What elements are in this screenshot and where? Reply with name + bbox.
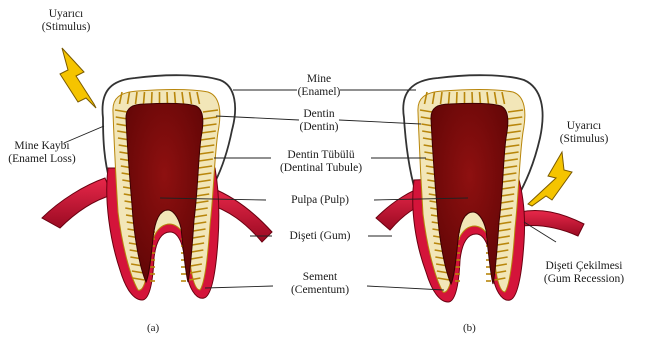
caption-a: (a) bbox=[147, 322, 159, 334]
label-cementum: Sement (Cementum) bbox=[270, 271, 370, 297]
tubule-stripe bbox=[457, 92, 458, 104]
tubule-stripe bbox=[167, 92, 168, 104]
label-recession: Dişeti Çekilmesi (Gum Recession) bbox=[530, 260, 638, 286]
label-dentin: Dentin (Dentin) bbox=[290, 108, 348, 134]
label-stimulus-b: Uyarıcı (Stimulus) bbox=[553, 120, 615, 146]
label-enamel-loss: Mine Kaybı (Enamel Loss) bbox=[6, 140, 78, 166]
tubule-stripe bbox=[175, 92, 176, 104]
tubule-stripe bbox=[449, 92, 450, 104]
gum-a-left bbox=[42, 178, 112, 228]
label-enamel: Mine (Enamel) bbox=[288, 73, 350, 99]
tooth-a bbox=[42, 75, 272, 300]
gum-b-right bbox=[520, 211, 584, 237]
label-pulp: Pulpa (Pulp) bbox=[264, 194, 376, 207]
leader-cementum-a bbox=[205, 286, 273, 288]
label-tubule: Dentin Tübülü (Dentinal Tubule) bbox=[266, 149, 376, 175]
tubule-stripe bbox=[144, 92, 145, 104]
tubule-stripe bbox=[480, 92, 481, 104]
label-gum: Dişeti (Gum) bbox=[268, 230, 372, 243]
lightning-icon-a bbox=[60, 48, 96, 108]
tubule-stripe bbox=[472, 92, 473, 104]
label-stimulus-a: Uyarıcı (Stimulus) bbox=[36, 8, 96, 34]
caption-b: (b) bbox=[463, 322, 476, 334]
tubule-stripe bbox=[152, 92, 153, 104]
